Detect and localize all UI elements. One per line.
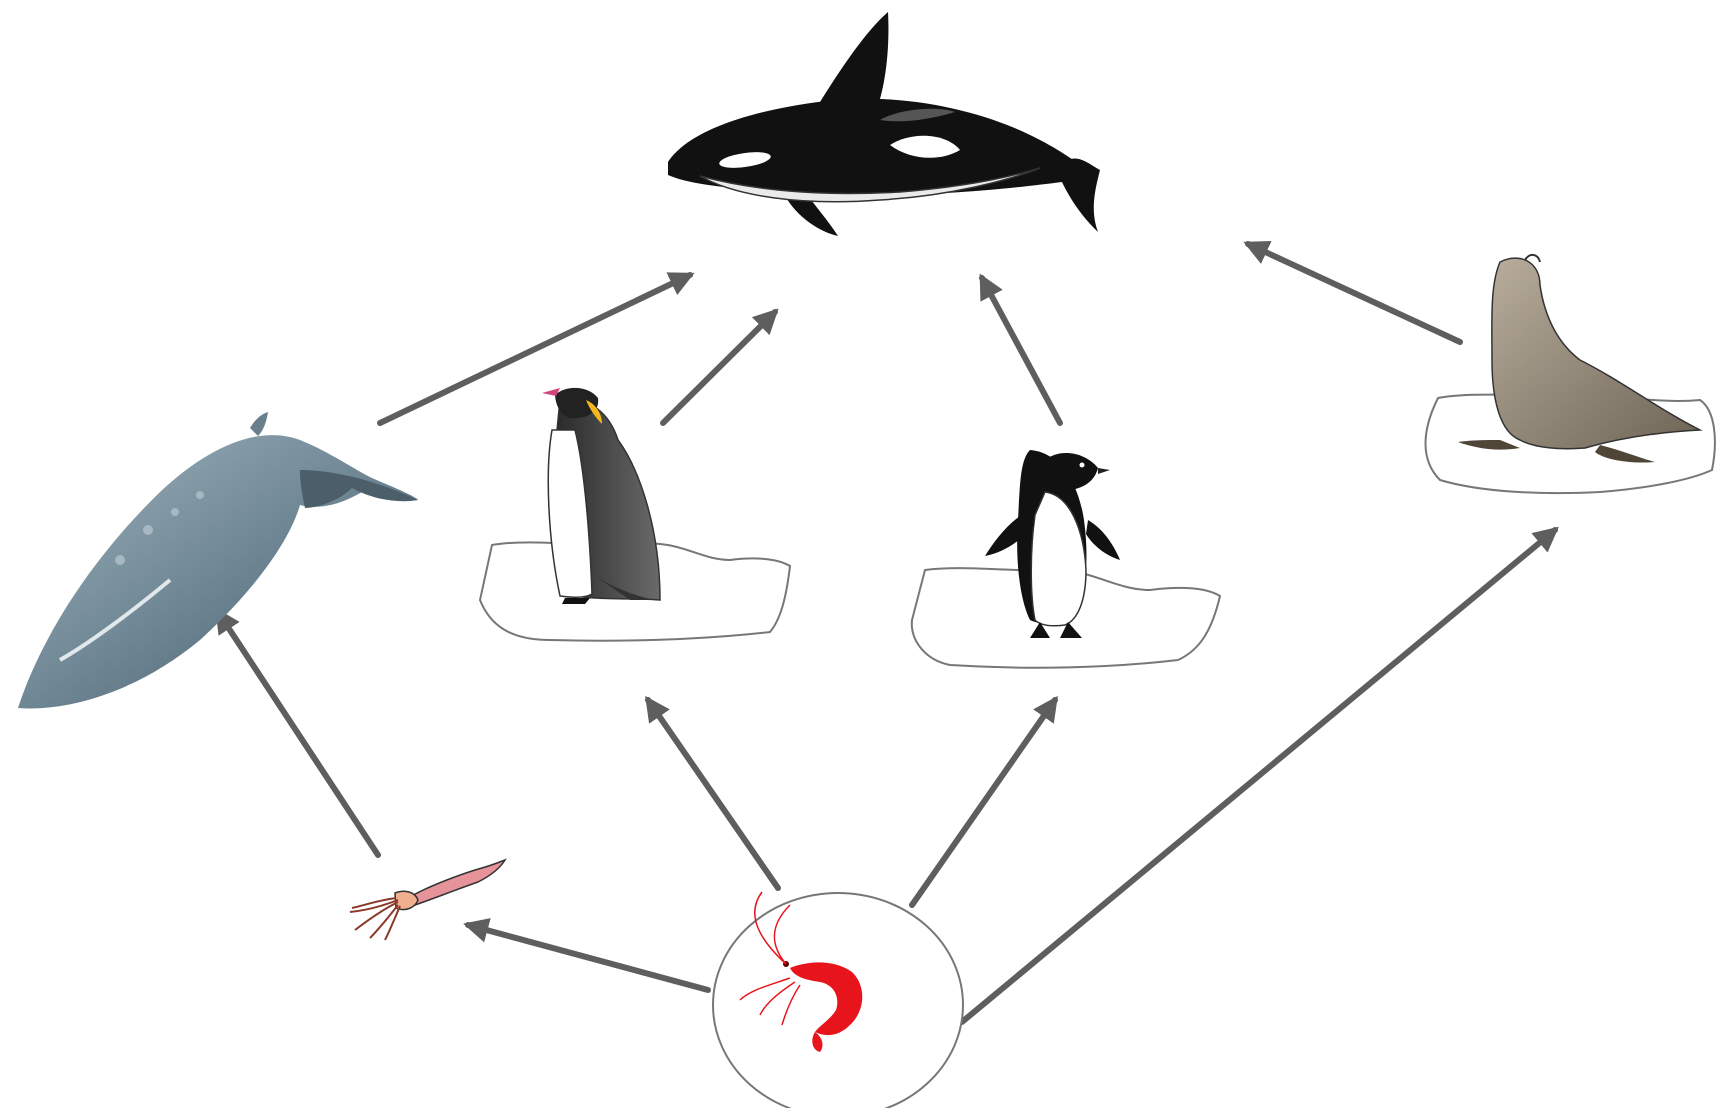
arrow-krill-to-adelie-penguin	[909, 695, 1058, 908]
arrow-adelie-penguin-to-orca	[979, 273, 1063, 426]
arrow-squid-to-whale	[215, 607, 381, 858]
adelie-penguin-icon	[910, 450, 1222, 669]
arrow-emperor-penguin-to-orca	[660, 308, 779, 426]
orca-icon	[668, 12, 1100, 236]
arrow-whale-to-orca	[377, 272, 695, 426]
krill-icon	[712, 891, 964, 1108]
arrow-krill-to-squid	[463, 918, 711, 993]
food-web-arrows	[215, 241, 1559, 1025]
arrow-seal-to-orca	[1243, 241, 1463, 345]
arrow-krill-to-seal	[959, 526, 1559, 1025]
arrow-krill-to-emperor-penguin	[645, 695, 781, 891]
seal-icon	[1424, 254, 1716, 495]
emperor-penguin-icon	[478, 387, 792, 642]
squid-icon	[349, 858, 507, 941]
whale-icon	[18, 412, 418, 709]
